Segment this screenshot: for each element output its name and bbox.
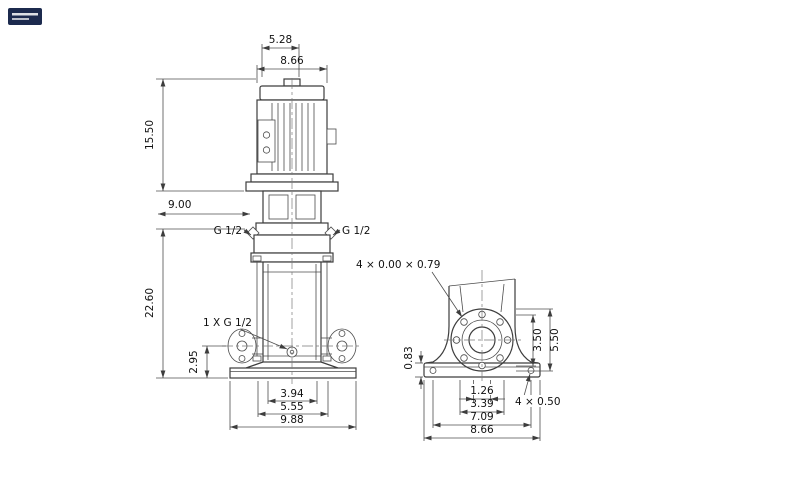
- plug-right-leader: [332, 228, 341, 236]
- dim-base-width-lines: [423, 380, 541, 441]
- cable-entry-icon: [262, 131, 271, 139]
- base-corner-hole: [527, 367, 535, 374]
- cable-entry-icon: [262, 146, 271, 154]
- terminal-panel: [257, 119, 276, 163]
- label-base-holes: 4 × 0.50: [515, 396, 561, 408]
- brand-logo-mark: [12, 18, 29, 20]
- brand-logo-mark: [12, 13, 38, 16]
- dim-port-offset: 1.26: [470, 385, 494, 397]
- dim-base-width: 9.88: [280, 414, 303, 426]
- dim-port-span: 3.94: [280, 388, 304, 400]
- label-flange-holes: 4 × 0.00 × 0.79: [356, 259, 440, 271]
- base-view-dimensions: 4 × 0.00 × 0.79 0.83 3.50 5.50: [356, 259, 566, 441]
- dim-port-height: 2.95: [188, 350, 200, 373]
- label-base-holes-bg: [512, 395, 566, 407]
- base-corner-hole: [429, 367, 437, 374]
- dim-port-height-lines: [202, 345, 226, 378]
- front-view-dimensions: 5.28 8.66 15.50 22.60 9.00 2.9: [144, 34, 370, 430]
- body-break-line: [448, 278, 516, 287]
- base-view: 4 × 0.00 × 0.79 0.83 3.50 5.50: [356, 259, 566, 441]
- lifting-lug: [326, 128, 337, 145]
- body-inner-lines: [459, 283, 505, 313]
- dim-bolt-circle-lines: [516, 314, 536, 367]
- dim-port-face-lines: [459, 380, 505, 415]
- base-plate: [229, 367, 357, 379]
- dim-port-face: 3.39: [470, 398, 493, 410]
- dim-motor-width: 8.66: [280, 55, 304, 67]
- brand-logo: [8, 8, 42, 25]
- dim-pump-height: 22.60: [144, 288, 156, 318]
- dim-foot-holes: 7.09: [470, 411, 493, 423]
- staybolts: [252, 255, 332, 362]
- dim-foot-span: 5.55: [280, 401, 303, 413]
- drain-leader: [239, 328, 288, 350]
- dim-hole-offset-lines: [415, 351, 424, 389]
- dim-motor-height-lines: [156, 78, 256, 192]
- dim-bolt-circle: 3.50: [532, 328, 544, 351]
- label-plug-right: G 1/2: [342, 225, 370, 237]
- flange-bolt-holes: [452, 310, 512, 370]
- foot-slant-left: [245, 361, 264, 369]
- dim-motor-width-lines: [256, 65, 328, 83]
- front-view: 5.28 8.66 15.50 22.60 9.00 2.9: [144, 34, 370, 430]
- dim-port-span-lines: [267, 381, 318, 404]
- dim-pump-height-lines: [156, 228, 245, 379]
- base-holes-leader: [523, 373, 531, 397]
- flange-holes-leader: [431, 271, 463, 318]
- dim-base-width: 8.66: [470, 424, 494, 436]
- dim-port-offset-bg: [466, 384, 498, 395]
- dim-top-width-lines: [261, 44, 300, 77]
- dim-base-width-lines: [229, 381, 357, 430]
- brand-logo-box: [8, 8, 42, 25]
- dim-top-width: 5.28: [269, 34, 292, 46]
- dim-motor-height: 15.50: [144, 120, 156, 150]
- label-plug-left: G 1/2: [214, 225, 242, 237]
- label-drain-port: 1 X G 1/2: [203, 317, 252, 329]
- dim-foot-span-lines: [257, 381, 329, 417]
- coupling-window-left: [268, 194, 289, 220]
- coupling-window-right: [295, 194, 316, 220]
- body-side-left: [425, 286, 450, 364]
- dim-flange-od: 5.50: [549, 328, 561, 351]
- dim-head-depth: 9.00: [168, 199, 191, 211]
- dim-hole-offset: 0.83: [403, 346, 415, 369]
- plug-left-leader: [243, 228, 252, 236]
- foot-slant-right: [320, 361, 339, 369]
- dim-flange-od-lines: [516, 308, 553, 372]
